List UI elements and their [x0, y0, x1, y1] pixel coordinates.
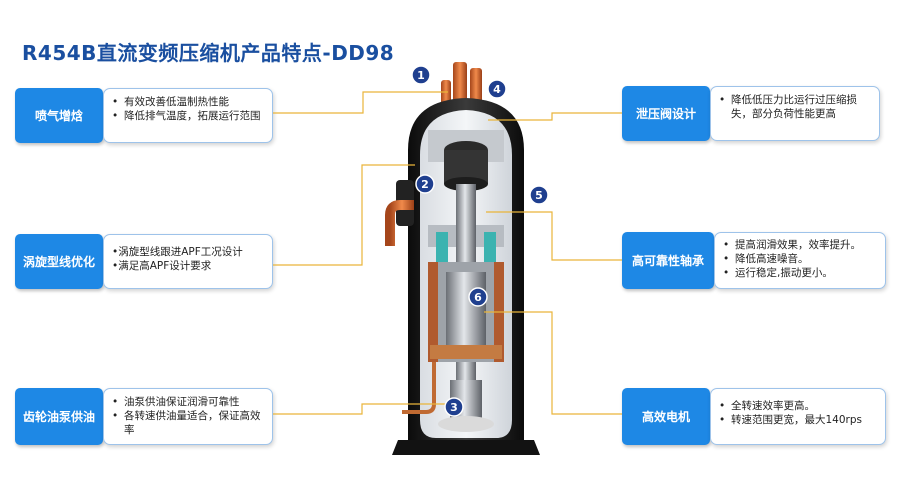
feature-bullet: 运行稳定,振动更小。: [723, 266, 877, 280]
feature-bullet: •满足高APF设计要求: [112, 260, 212, 273]
feature-bullet: 降低高速噪音。: [723, 252, 877, 266]
copper-injection-pipe: [385, 200, 414, 246]
feature-label: 泄压阀设计: [635, 107, 696, 121]
feature-bullet: 转速范围更宽，最大140rps: [719, 413, 877, 427]
marker-5: 5: [529, 185, 549, 205]
feature-tab-vapor-injection: 喷气增焓: [15, 88, 103, 143]
feature-bullet: 降低排气温度，拓展运行范围: [112, 109, 264, 123]
marker-4: 4: [487, 79, 507, 99]
feature-tab-bearing: 高可靠性轴承: [622, 232, 714, 289]
svg-text:5: 5: [535, 189, 543, 202]
feature-bullet: 各转速供油量适合，保证高效率: [112, 409, 264, 437]
feature-bullet: 有效改善低温制热性能: [112, 95, 264, 109]
feature-bullet: 油泵供油保证润滑可靠性: [112, 395, 264, 409]
feature-label: 喷气增焓: [34, 109, 83, 123]
leader-lines: [273, 91, 622, 415]
feature-bullet: 降低低压力比运行过压缩损失，部分负荷性能更高: [719, 93, 871, 121]
marker-3: 3: [444, 397, 464, 417]
feature-desc-motor: 全转速效率更高。 转速范围更宽，最大140rps: [710, 388, 886, 445]
svg-text:2: 2: [421, 178, 429, 191]
feature-desc-vapor-injection: 有效改善低温制热性能 降低排气温度，拓展运行范围: [103, 88, 273, 143]
feature-label: 高可靠性轴承: [631, 254, 704, 268]
feature-tab-scroll-profile: 涡旋型线优化: [15, 234, 103, 289]
feature-desc-scroll-profile: •涡旋型线跟进APF工况设计 •满足高APF设计要求: [103, 234, 273, 289]
feature-desc-gear-pump: 油泵供油保证润滑可靠性 各转速供油量适合，保证高效率: [103, 388, 273, 445]
compressor-base: [392, 440, 540, 455]
feature-label: 涡旋型线优化: [22, 255, 95, 269]
feature-label: 齿轮油泵供油: [22, 410, 95, 424]
svg-text:4: 4: [493, 83, 501, 96]
oil-sump: [438, 416, 494, 432]
marker-1: 1: [411, 65, 431, 85]
feature-bullet: 全转速效率更高。: [719, 399, 877, 413]
feature-tab-motor: 高效电机: [622, 388, 710, 445]
copper-pipes-top: [441, 62, 482, 106]
svg-text:3: 3: [450, 401, 458, 414]
svg-text:6: 6: [474, 291, 482, 304]
feature-desc-bearing: 提高润滑效果，效率提升。 降低高速噪音。 运行稳定,振动更小。: [714, 232, 886, 289]
marker-6: 6: [468, 287, 488, 307]
feature-tab-relief-valve: 泄压阀设计: [622, 86, 710, 141]
feature-label: 高效电机: [641, 410, 690, 424]
feature-bullet: 提高润滑效果，效率提升。: [723, 238, 877, 252]
feature-bullet: •涡旋型线跟进APF工况设计: [112, 246, 243, 258]
svg-text:1: 1: [417, 69, 425, 82]
motor-rotor: [446, 272, 486, 352]
marker-2: 2: [415, 174, 435, 194]
feature-desc-relief-valve: 降低低压力比运行过压缩损失，部分负荷性能更高: [710, 86, 880, 141]
page-title: R454B直流变频压缩机产品特点-DD98: [22, 41, 395, 65]
feature-tab-gear-pump: 齿轮油泵供油: [15, 388, 103, 445]
